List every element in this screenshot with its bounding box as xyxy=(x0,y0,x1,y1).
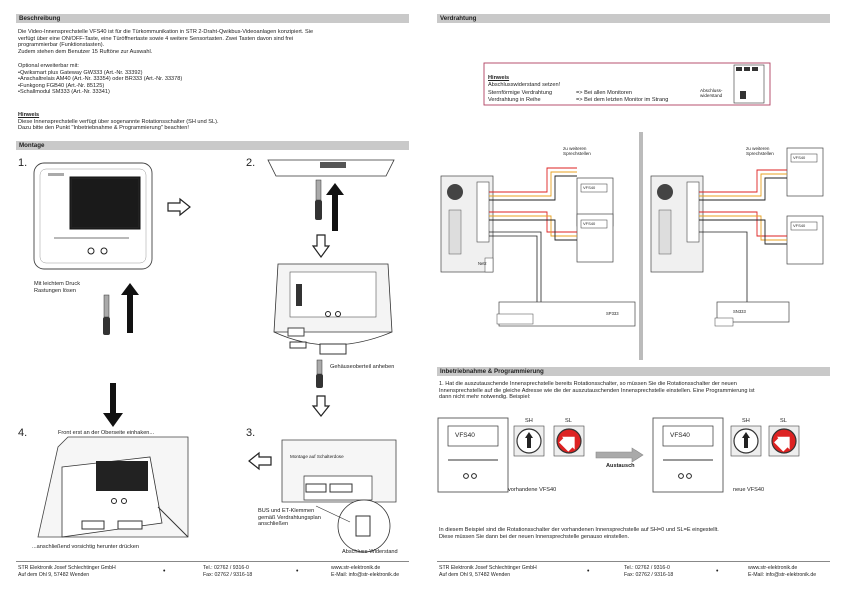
hinweis-right: Hinweis Abschlusswiderstand setzen! xyxy=(488,75,561,88)
switch-sh-label-new: SH xyxy=(742,418,750,424)
arrow-down-outline-icon xyxy=(311,234,331,259)
zu-weiteren-right: zu weiteren Sprechstellen xyxy=(746,146,774,156)
section-heading-beschreibung: Beschreibung xyxy=(16,14,409,23)
wiring-diagram xyxy=(440,132,824,360)
section-heading-verdrahtung: Verdrahtung xyxy=(437,14,830,23)
device-top-view xyxy=(267,159,395,177)
step3-caption-mount: Montage auf Schalterdose xyxy=(290,454,344,459)
step2-caption: Gehäuseoberteil anheben xyxy=(330,364,395,370)
footer-bullet: • xyxy=(296,568,299,575)
footer-company-right: STR Elektronik Josef Schlechtinger GmbH … xyxy=(439,565,537,578)
section-heading-inbetriebnahme: Inbetriebnahme & Programmierung xyxy=(437,367,830,376)
footer-bullet: • xyxy=(716,568,719,575)
hinweis-row-reihe-value: => Bei dem letzten Monitor im Strang xyxy=(576,97,669,103)
footer-phone-left: Tel.: 02762 / 9316-0 Fax: 02762 / 9316-1… xyxy=(203,565,253,578)
rotary-switch-sh-new xyxy=(730,425,762,457)
monitor-label-4: VFS40 xyxy=(793,223,806,228)
switch-sl-label-new: SL xyxy=(780,418,787,424)
netz-label: Netz xyxy=(478,261,487,266)
hinweis-row-stern: Sternförmige Verdrahtung xyxy=(488,90,553,96)
hinweis-box-frame xyxy=(483,62,771,106)
arrow-down-outline-icon-2 xyxy=(311,395,331,417)
wall-box-illustration xyxy=(281,439,397,553)
step3-caption-wiring: BUS und ET-Klemmen gemäß Verdrahtungspla… xyxy=(258,508,321,527)
beschreibung-paragraph: Die Video-Innensprechstelle VFS40 ist fü… xyxy=(18,29,314,55)
step4-caption-top: Front erst an der Oberseite einhaken... xyxy=(58,430,155,436)
step3-caption-resistor: Abschluss-Widerstand xyxy=(342,549,398,555)
arrow-left-outline-icon xyxy=(248,451,272,471)
arrow-up-icon xyxy=(121,283,139,333)
monitor-label-3: VFS40 xyxy=(793,155,806,160)
rotary-switch-sl-old xyxy=(553,425,585,457)
monitor-label-1: VFS40 xyxy=(583,185,596,190)
footer-bullet: • xyxy=(163,568,166,575)
switch-sl-label-old: SL xyxy=(565,418,572,424)
gateway-label-right: SN333 xyxy=(733,309,746,314)
hinweis-row-stern-value: => Bei allen Monitoren xyxy=(576,90,632,96)
footer-web-right: www.str-elektronik.de E-Mail: info@str-e… xyxy=(748,565,817,578)
old-monitor-illustration xyxy=(437,417,509,493)
rotary-switch-sh-old xyxy=(513,425,545,457)
optional-list: Optional erweiterbar mit: •Qwiksmart plu… xyxy=(18,63,183,95)
footer-bullet: • xyxy=(587,568,590,575)
inbetrieb-bottom-text: In diesem Beispiel sind die Rotationssch… xyxy=(439,527,719,540)
screwdriver-icon xyxy=(103,294,110,335)
monitor-label-2: VFS40 xyxy=(583,221,596,226)
step-number-4: 4. xyxy=(18,427,28,439)
new-monitor-illustration xyxy=(652,417,724,493)
new-monitor-caption: neue VFS40 xyxy=(733,487,765,493)
screwdriver-icon-3 xyxy=(316,359,323,388)
gateway-label-left: SP333 xyxy=(606,311,619,316)
screwdriver-icon-2 xyxy=(315,179,322,220)
zu-weiteren-left: zu weiteren Sprechstellen xyxy=(563,146,591,156)
step1-caption: Mit leichtem Druck Rastungen lösen xyxy=(34,281,81,294)
section-heading-montage: Montage xyxy=(16,141,409,150)
austausch-label: Austausch xyxy=(606,463,635,469)
old-monitor-label: VFS40 xyxy=(455,432,475,439)
step-number-2: 2. xyxy=(246,157,256,169)
switch-sh-label-old: SH xyxy=(525,418,533,424)
arrow-down-icon xyxy=(103,383,123,427)
footer-company-left: STR Elektronik Josef Schlechtinger GmbH … xyxy=(18,565,116,578)
intercom-front-illustration xyxy=(33,162,153,270)
step4-caption-bottom: ...anschließend vorsichtig herunter drüc… xyxy=(32,544,139,550)
footer-phone-right: Tel.: 02762 / 9316-0 Fax: 02762 / 9316-1… xyxy=(624,565,674,578)
device-mounting-illustration xyxy=(37,436,189,538)
housing-open-illustration xyxy=(273,263,393,355)
step-number-1: 1. xyxy=(18,157,28,169)
new-monitor-label: VFS40 xyxy=(670,432,690,439)
resistor-label: Abschluss- widerstand xyxy=(700,88,723,98)
arrow-right-outline-icon xyxy=(167,197,191,217)
hinweis-left: Hinweis Diese Innensprechstelle verfügt … xyxy=(18,112,219,131)
step-number-3: 3. xyxy=(246,427,256,439)
old-monitor-caption: vorhandene VFS40 xyxy=(508,487,557,493)
arrow-up-icon-2 xyxy=(326,183,344,231)
inbetrieb-paragraph: 1. Hat die auszutauschende Innensprechst… xyxy=(439,381,755,400)
exchange-arrow-icon xyxy=(595,447,644,463)
footer-web-left: www.str-elektronik.de E-Mail: info@str-e… xyxy=(331,565,400,578)
hinweis-row-reihe: Verdrahtung in Reihe xyxy=(488,97,541,103)
rotary-switch-sl-new xyxy=(768,425,800,457)
